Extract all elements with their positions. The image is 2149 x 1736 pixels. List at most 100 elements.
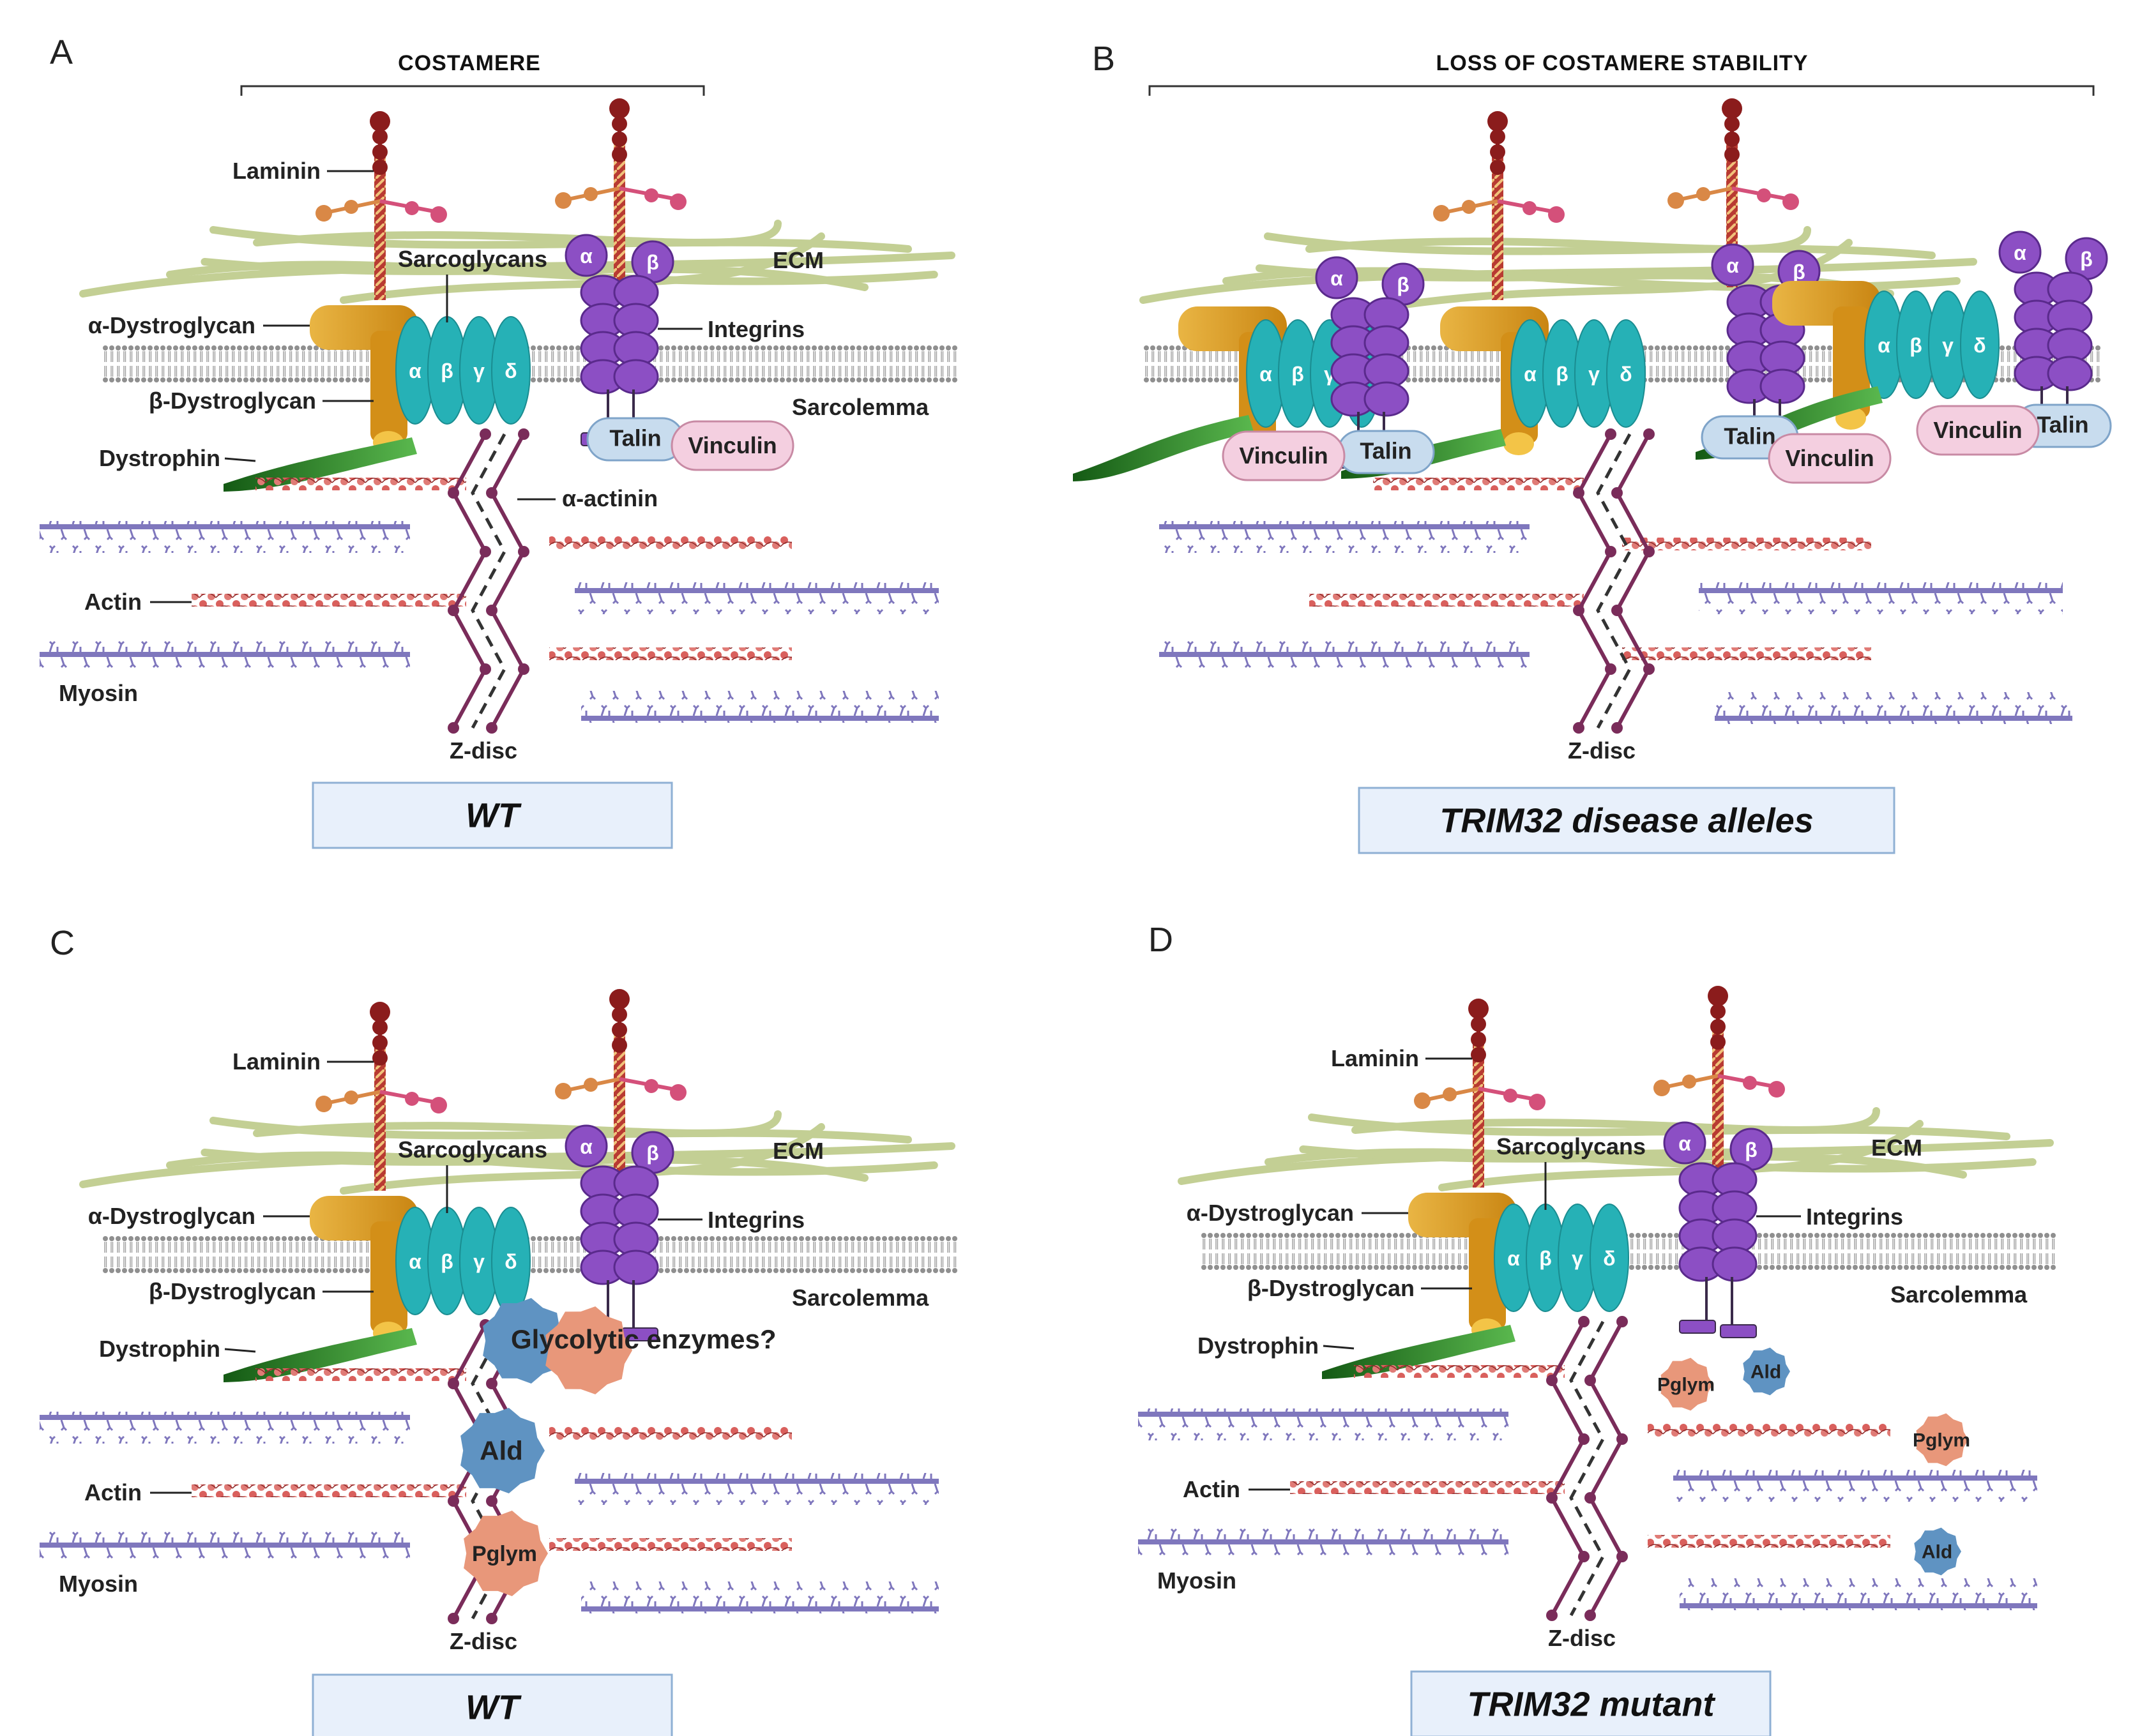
laminin-arm-bead [1414, 1092, 1431, 1109]
panel-letter: C [50, 924, 75, 962]
actin-label: Actin [84, 1479, 142, 1506]
sarcoglycan-alpha-label: α [1507, 1247, 1520, 1270]
ald-enzyme-label: Ald [1922, 1542, 1952, 1563]
alpha-actinin-node [1643, 546, 1655, 557]
laminin-arm-bead [1667, 192, 1684, 209]
laminin-bead [612, 116, 627, 132]
costamere-bracket [240, 85, 705, 96]
genotype-box-label: TRIM32 mutant [1467, 1685, 1715, 1723]
ecm-label: ECM [1871, 1135, 1922, 1161]
z-disc-edge [1588, 1320, 1625, 1617]
integrin-beta-label: β [1745, 1138, 1758, 1161]
laminin-bead [1471, 1016, 1486, 1032]
alpha-actinin-node [1616, 1433, 1628, 1445]
sarcoglycans-label: Sarcoglycans [398, 246, 547, 272]
vinculin [1768, 433, 1892, 484]
dystrophin-label: Dystrophin [1197, 1332, 1319, 1359]
laminin-stalk [374, 1038, 386, 1191]
alpha-actinin-node [518, 428, 529, 440]
talin-label: Talin [1724, 423, 1775, 449]
ald-enzyme [1914, 1527, 1961, 1576]
ecm-fiber [1264, 1148, 2037, 1173]
laminin-label: Laminin [232, 1048, 321, 1075]
integrin-alpha-label: α [2014, 241, 2026, 264]
integrin-beta-label: β [1397, 273, 1409, 296]
integrin-alpha-head [565, 234, 608, 277]
laminin [315, 111, 447, 300]
z-disc-edge [1614, 433, 1652, 729]
alpha-dystroglycan-label: α-Dystroglycan [88, 1203, 255, 1229]
alpha-actinin-label: α-actinin [562, 485, 658, 511]
sarcoglycan-beta-label: β [441, 359, 453, 382]
alpha-actinin-node [448, 487, 459, 499]
alpha-actinin-node [486, 722, 497, 734]
alpha-actinin-node [1611, 605, 1623, 616]
laminin-stalk [614, 134, 625, 287]
panel-letter: B [1092, 40, 1115, 78]
z-disc-edge [489, 433, 526, 729]
integrin-alpha-label: α [1726, 254, 1739, 277]
laminin [555, 989, 687, 1178]
laminin-arm-bead [1529, 1094, 1545, 1110]
costamere-bracket [1148, 85, 2095, 96]
laminin-bead [370, 111, 390, 132]
integrin-alpha-head [1998, 230, 2042, 274]
myosin-filament [1138, 1528, 1508, 1560]
alpha-actinin-node [1611, 487, 1623, 499]
laminin-bead [612, 1038, 627, 1053]
glycolytic-enzyme-ald [483, 1298, 567, 1384]
ald-enzyme-label: Ald [1750, 1362, 1781, 1383]
alpha-actinin-node [448, 722, 459, 734]
laminin-bead [372, 1050, 388, 1066]
laminin-arm-bead [1443, 1087, 1457, 1101]
laminin-arm-bead [315, 205, 332, 222]
alpha-actinin-node [480, 546, 491, 557]
myosin-filament [40, 521, 410, 553]
z-disc-core [471, 433, 506, 729]
alpha-actinin-node [1605, 546, 1616, 557]
alpha-actinin-node [448, 1378, 459, 1389]
pglym-enzyme [1660, 1357, 1713, 1411]
ald-enzyme-label: Ald [480, 1436, 523, 1466]
sarcoglycans-label: Sarcoglycans [1496, 1133, 1646, 1159]
panel-heading: COSTAMERE [398, 51, 541, 75]
actin-filament [1373, 478, 1584, 490]
alpha-actinin-node [1584, 1375, 1596, 1386]
actin-filament [549, 536, 792, 549]
sarcoglycan-alpha-label: α [1878, 334, 1890, 357]
z-disc-edge [451, 433, 488, 729]
laminin [555, 98, 687, 287]
dystrophin [1073, 415, 1254, 481]
panel-letter: A [50, 33, 73, 72]
alpha-actinin-node [1584, 1610, 1596, 1621]
integrins-label: Integrins [708, 1207, 805, 1233]
z-disc-edge [1576, 433, 1613, 729]
laminin-bead [1710, 1019, 1726, 1034]
genotype-box-label: TRIM32 disease alleles [1439, 801, 1813, 840]
laminin-arm-bead [1696, 187, 1710, 201]
alpha-actinin-node [1605, 428, 1616, 440]
alpha-actinin-node [1605, 663, 1616, 675]
alpha-actinin-node [486, 1378, 497, 1389]
laminin-bead [612, 132, 627, 147]
dystroglycan-cap [1503, 432, 1534, 455]
actin-filament [1290, 1481, 1565, 1494]
myosin-filament [1715, 692, 2072, 724]
ecm-fiber [1351, 1107, 1880, 1134]
laminin-stalk [614, 1025, 625, 1178]
leader-line [224, 457, 256, 462]
laminin-bead [1468, 999, 1489, 1019]
actin-filament [1622, 538, 1871, 550]
laminin-bead [372, 160, 388, 175]
integrin-alpha-head [565, 1124, 608, 1168]
sarcoglycan-delta [491, 316, 531, 425]
alpha-actinin-node [1578, 1316, 1590, 1327]
alpha-actinin-node [1546, 1610, 1558, 1621]
leader-line [224, 1348, 256, 1353]
